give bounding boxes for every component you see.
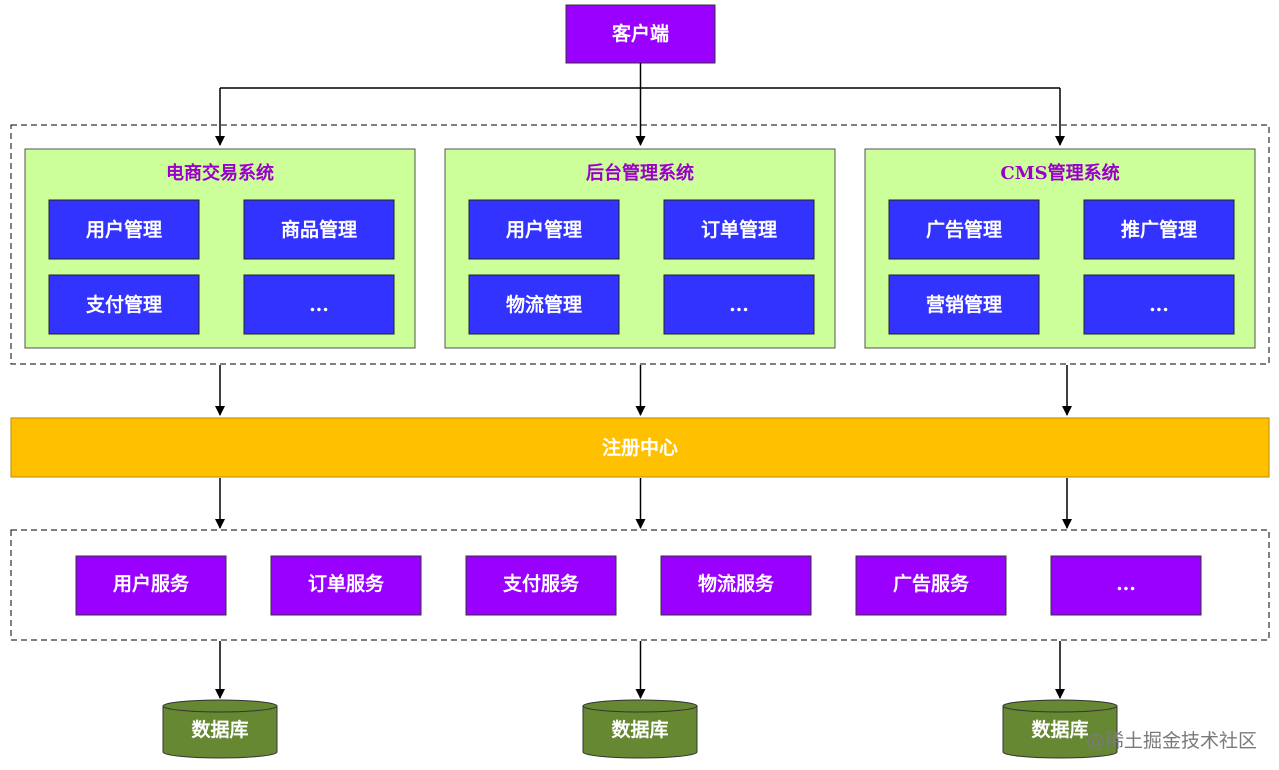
module-box	[468, 199, 620, 260]
service-label: 用户服务	[113, 572, 190, 595]
database-body	[1002, 705, 1118, 759]
service-box	[660, 555, 812, 616]
module-box	[888, 274, 1040, 335]
service-box	[465, 555, 617, 616]
database-cylinder: 数据库	[1002, 699, 1118, 759]
module-label: 支付管理	[85, 293, 162, 316]
module-box	[468, 274, 620, 335]
module-label: 营销管理	[926, 293, 1002, 316]
module-label: ...	[729, 294, 749, 316]
registry-bar	[10, 417, 1270, 478]
service-label: ...	[1116, 573, 1136, 595]
systems-container	[10, 124, 1270, 365]
service-label: 广告服务	[893, 572, 970, 595]
client-box	[565, 4, 716, 64]
database-body	[162, 705, 278, 759]
database-cylinder: 数据库	[582, 699, 698, 759]
module-label: 广告管理	[926, 218, 1002, 241]
module-label: ...	[309, 294, 329, 316]
database-cylinder: 数据库	[162, 699, 278, 759]
module-box	[243, 274, 395, 335]
module-box	[1083, 199, 1235, 260]
service-label: 物流服务	[698, 572, 775, 595]
module-label: 订单管理	[701, 218, 777, 241]
service-box	[1050, 555, 1202, 616]
system-title: CMS管理系统	[1000, 162, 1119, 184]
system-title: 电商交易系统	[166, 162, 274, 184]
service-box	[855, 555, 1007, 616]
client-connectors	[215, 63, 1065, 146]
module-box	[663, 199, 815, 260]
service-label: 支付服务	[502, 572, 580, 595]
module-label: 商品管理	[281, 218, 357, 241]
database-top	[162, 699, 278, 713]
services-to-database-arrows	[215, 641, 1065, 699]
module-label: 用户管理	[506, 218, 582, 241]
database-top	[1002, 699, 1118, 713]
services-container	[10, 529, 1270, 641]
service-box	[270, 555, 422, 616]
database-label: 数据库	[1031, 718, 1088, 741]
database-top	[582, 699, 698, 713]
database-label: 数据库	[611, 718, 668, 741]
module-label: 推广管理	[1121, 218, 1197, 241]
module-label: 物流管理	[506, 293, 582, 316]
module-box	[48, 274, 200, 335]
module-box	[663, 274, 815, 335]
registry-label: 注册中心	[602, 436, 678, 459]
registry-to-services-arrows	[215, 478, 1072, 529]
database-body	[582, 705, 698, 759]
module-box	[888, 199, 1040, 260]
service-box	[75, 555, 227, 616]
database-label: 数据库	[191, 718, 248, 741]
system-title: 后台管理系统	[586, 162, 694, 184]
client-label: 客户端	[612, 22, 669, 45]
systems-to-registry-arrows	[215, 365, 1072, 416]
module-box	[243, 199, 395, 260]
module-box	[48, 199, 200, 260]
module-box	[1083, 274, 1235, 335]
module-label: 用户管理	[86, 218, 162, 241]
module-label: ...	[1149, 294, 1169, 316]
service-label: 订单服务	[308, 572, 385, 595]
watermark: @稀土掘金技术社区	[1085, 730, 1257, 752]
